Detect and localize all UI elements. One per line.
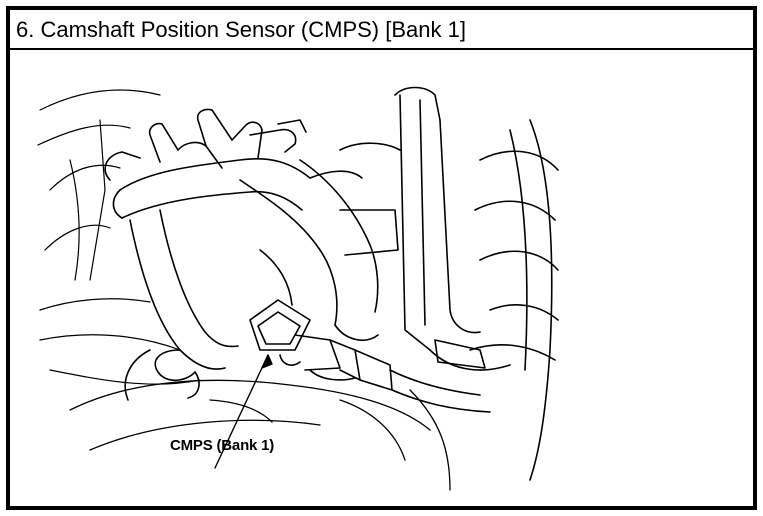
intake-duct	[239, 159, 379, 341]
cmps-sensor	[249, 299, 491, 413]
cmps-callout-label: CMPS (Bank 1)	[170, 437, 275, 454]
engine-housing-right	[339, 86, 559, 481]
upper-hose	[104, 108, 311, 219]
lower-hose	[124, 209, 239, 401]
section-title: 6. Camshaft Position Sensor (CMPS) [Bank…	[16, 17, 466, 42]
document-frame: 6. Camshaft Position Sensor (CMPS) [Bank…	[6, 6, 757, 510]
section-header: 6. Camshaft Position Sensor (CMPS) [Bank…	[10, 10, 753, 50]
engine-illustration	[37, 86, 559, 491]
lower-engine-lines	[69, 379, 451, 491]
engine-background-lines	[37, 89, 201, 385]
callout-leader-arrow	[214, 354, 273, 469]
